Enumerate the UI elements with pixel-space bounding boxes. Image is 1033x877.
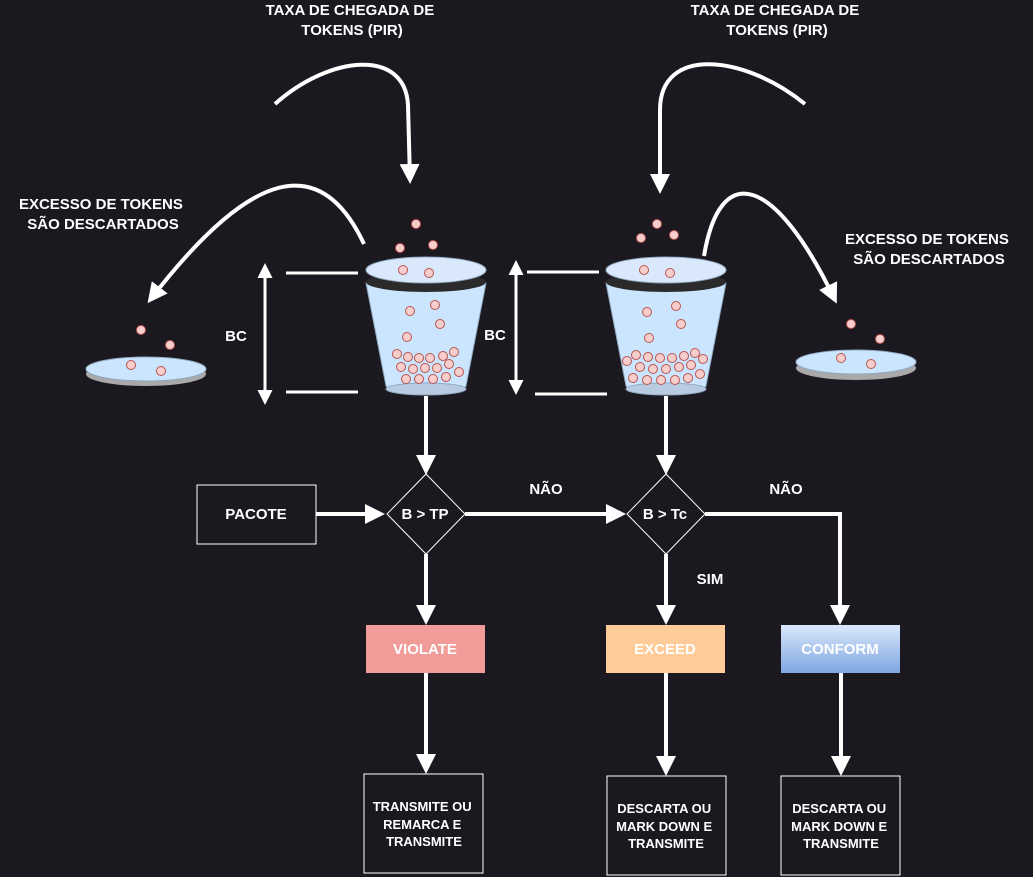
exceed-box [606, 625, 725, 673]
bucket-left [365, 219, 487, 396]
bucket-right [605, 219, 727, 396]
bc-dimension-right [508, 260, 607, 396]
arrival-arrow-left [273, 62, 420, 184]
conform-action-text: DESCARTA OU MARK DOWN E TRANSMITE [791, 801, 891, 851]
decision-tc-label: B > Tc [643, 506, 687, 523]
excess-label-left: EXCESSO DE TOKENS SÃO DESCARTADOS [19, 196, 187, 233]
exceed-label: EXCEED [634, 641, 696, 658]
violate-box [366, 625, 485, 673]
conform-box [781, 625, 900, 673]
discard-arrow-right [702, 191, 838, 304]
conform-label: CONFORM [801, 641, 879, 658]
violate-label: VIOLATE [393, 641, 457, 658]
pir-label-right: TAXA DE CHEGADA DE TOKENS (PIR) [691, 2, 864, 39]
bc-dimension-left [257, 263, 358, 405]
no-label-2: NÃO [769, 480, 803, 498]
exceed-action-box [606, 775, 727, 876]
arrival-arrow-right [650, 62, 807, 194]
packet-label: PACOTE [225, 506, 286, 523]
bc-label-left: BC [225, 328, 247, 345]
conform-action-box [780, 775, 901, 876]
bc-label-right: BC [484, 327, 506, 344]
discard-plate-right [795, 319, 917, 380]
exceed-action-text: DESCARTA OU MARK DOWN E TRANSMITE [616, 801, 716, 851]
decision-tp-label: B > TP [401, 506, 448, 523]
discard-arrow-left [147, 183, 366, 304]
yes-label: SIM [697, 571, 724, 588]
pir-label-left: TAXA DE CHEGADA DE TOKENS (PIR) [266, 2, 439, 39]
discard-plate-left [85, 325, 207, 386]
no-label-1: NÃO [529, 480, 563, 498]
violate-action-text: TRANSMITE OU REMARCA E TRANSMITE [373, 799, 476, 849]
violate-action-box [363, 773, 484, 874]
excess-label-right: EXCESSO DE TOKENS SÃO DESCARTADOS [845, 231, 1013, 268]
tc-no-arrow [705, 512, 850, 625]
